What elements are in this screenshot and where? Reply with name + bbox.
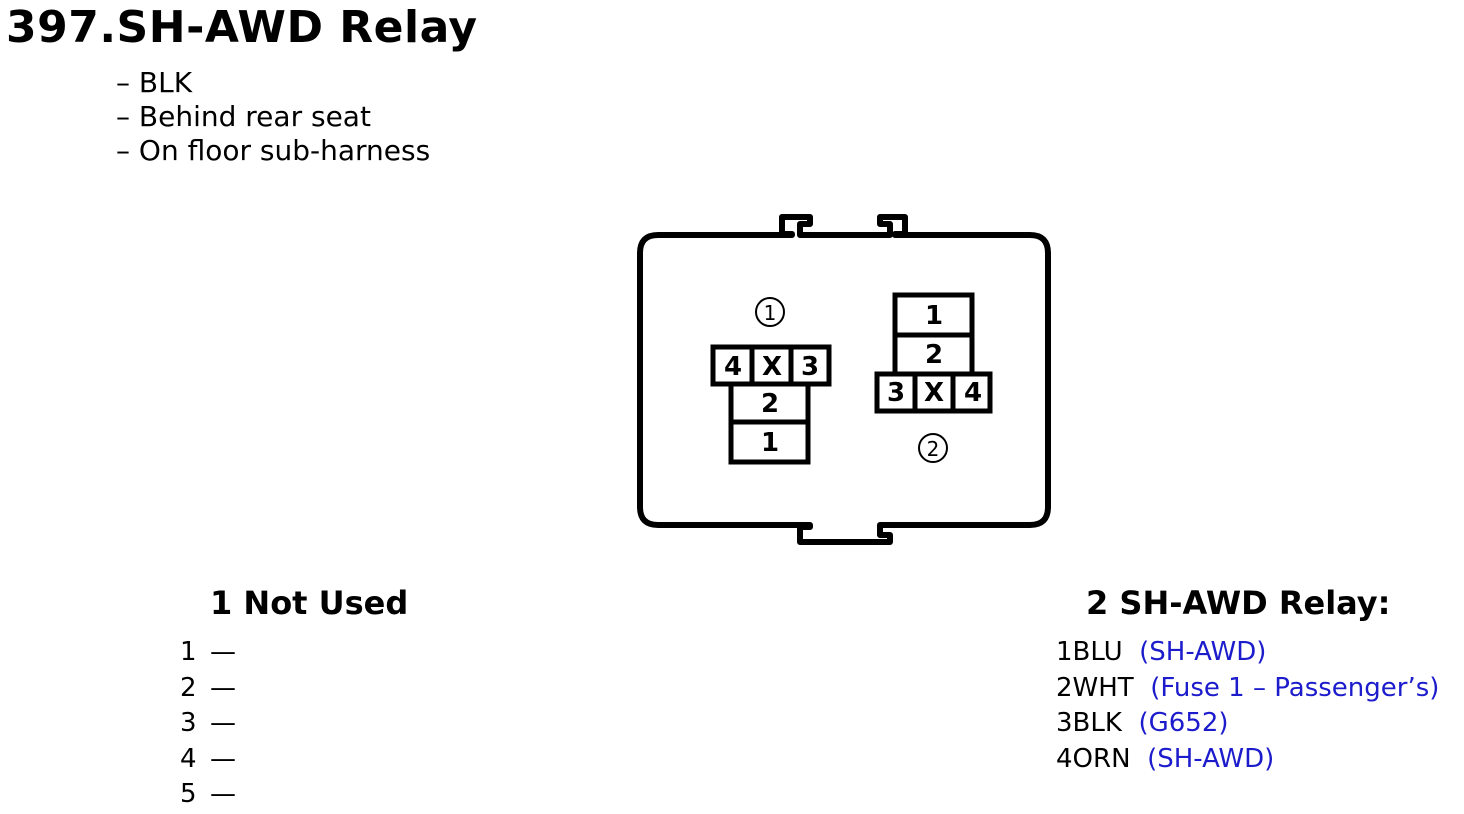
section-2-heading: 2 SH-AWD Relay: bbox=[1086, 584, 1391, 622]
pin-number: 3 bbox=[1056, 708, 1073, 738]
pin-row: 2WHT (Fuse 1 – Passenger’s) bbox=[1056, 671, 1439, 707]
pin-dash: — bbox=[210, 779, 236, 809]
note-location: – Behind rear seat bbox=[116, 100, 371, 133]
pin-number: 2 bbox=[1056, 672, 1073, 703]
connector-1-cavity-4: 4 bbox=[724, 352, 742, 382]
pin-number: 2 bbox=[180, 672, 197, 703]
pin-dash: — bbox=[210, 672, 236, 703]
connector-2-cavity-3: 3 bbox=[887, 378, 905, 408]
pin-dash: — bbox=[210, 743, 236, 774]
connector-1-cavity-3: 3 bbox=[801, 352, 819, 382]
pin-row: 4— bbox=[180, 742, 236, 778]
connector-diagram: 1 4 X 3 2 1 1 2 3 X 4 2 bbox=[620, 205, 1070, 555]
connector-housing-outline bbox=[637, 214, 1051, 545]
pin-row: 1— bbox=[180, 635, 236, 671]
connector-2-cavity-2: 2 bbox=[925, 340, 943, 370]
page-title: 397.SH-AWD Relay bbox=[6, 2, 478, 53]
pin-wire-color: BLK bbox=[1072, 708, 1122, 738]
pin-row: 4ORN (SH-AWD) bbox=[1056, 742, 1439, 778]
pin-number: 1 bbox=[1056, 637, 1073, 667]
pin-dash: — bbox=[210, 708, 236, 738]
note-harness: – On floor sub-harness bbox=[116, 134, 431, 167]
pin-row: 3— bbox=[180, 706, 236, 742]
pin-row: 1BLU (SH-AWD) bbox=[1056, 635, 1439, 671]
connector-2: 1 2 3 X 4 2 bbox=[874, 292, 993, 463]
section-1-heading: 1 Not Used bbox=[210, 584, 409, 622]
connector-2-cavity-1: 1 bbox=[925, 301, 943, 331]
pin-description: (SH-AWD) bbox=[1147, 743, 1275, 774]
connector-1-cavity-x: X bbox=[762, 352, 782, 382]
connector-1-cavity-1-box bbox=[728, 419, 811, 465]
pin-description: (SH-AWD) bbox=[1139, 637, 1267, 667]
pin-row: 2— bbox=[180, 671, 236, 707]
pin-wire-color: ORN bbox=[1072, 743, 1131, 774]
connector-1: 1 4 X 3 2 1 bbox=[710, 297, 832, 465]
pin-row: 3BLK (G652) bbox=[1056, 706, 1439, 742]
connector-1-top-row bbox=[710, 344, 832, 387]
connector-2-cavity-4: 4 bbox=[964, 378, 982, 408]
notes-list: – BLK – Behind rear seat – On floor sub-… bbox=[116, 66, 430, 168]
pin-wire-color: BLU bbox=[1072, 637, 1123, 667]
connector-1-marker-circle bbox=[755, 297, 785, 327]
pin-description: (Fuse 1 – Passenger’s) bbox=[1150, 672, 1440, 703]
section-1-pin-list: 1— 2— 3— 4— 5— bbox=[180, 635, 236, 813]
connector-2-cavity-2-box bbox=[892, 332, 975, 377]
pin-number: 1 bbox=[180, 637, 197, 667]
connector-2-marker-label: 2 bbox=[927, 437, 940, 461]
connector-2-bottom-row bbox=[874, 371, 993, 414]
pin-dash: — bbox=[210, 637, 236, 667]
connector-1-cavity-2: 2 bbox=[761, 389, 779, 419]
connector-2-cavity-x: X bbox=[924, 378, 944, 408]
pin-number: 5 bbox=[180, 779, 197, 809]
section-2-pin-list: 1BLU (SH-AWD) 2WHT (Fuse 1 – Passenger’s… bbox=[1056, 635, 1439, 777]
pin-wire-color: WHT bbox=[1072, 672, 1134, 703]
note-color: – BLK bbox=[116, 66, 193, 99]
pin-row: 5— bbox=[180, 777, 236, 813]
connector-housing-svg: 1 4 X 3 2 1 1 2 3 X 4 2 bbox=[637, 214, 1051, 545]
connector-2-marker-circle bbox=[918, 433, 948, 463]
pin-number: 3 bbox=[180, 708, 197, 738]
connector-1-cavity-1: 1 bbox=[761, 428, 779, 458]
pin-number: 4 bbox=[180, 743, 197, 774]
pin-description: (G652) bbox=[1138, 708, 1229, 738]
connector-1-marker-label: 1 bbox=[764, 301, 777, 325]
pin-number: 4 bbox=[1056, 743, 1073, 774]
